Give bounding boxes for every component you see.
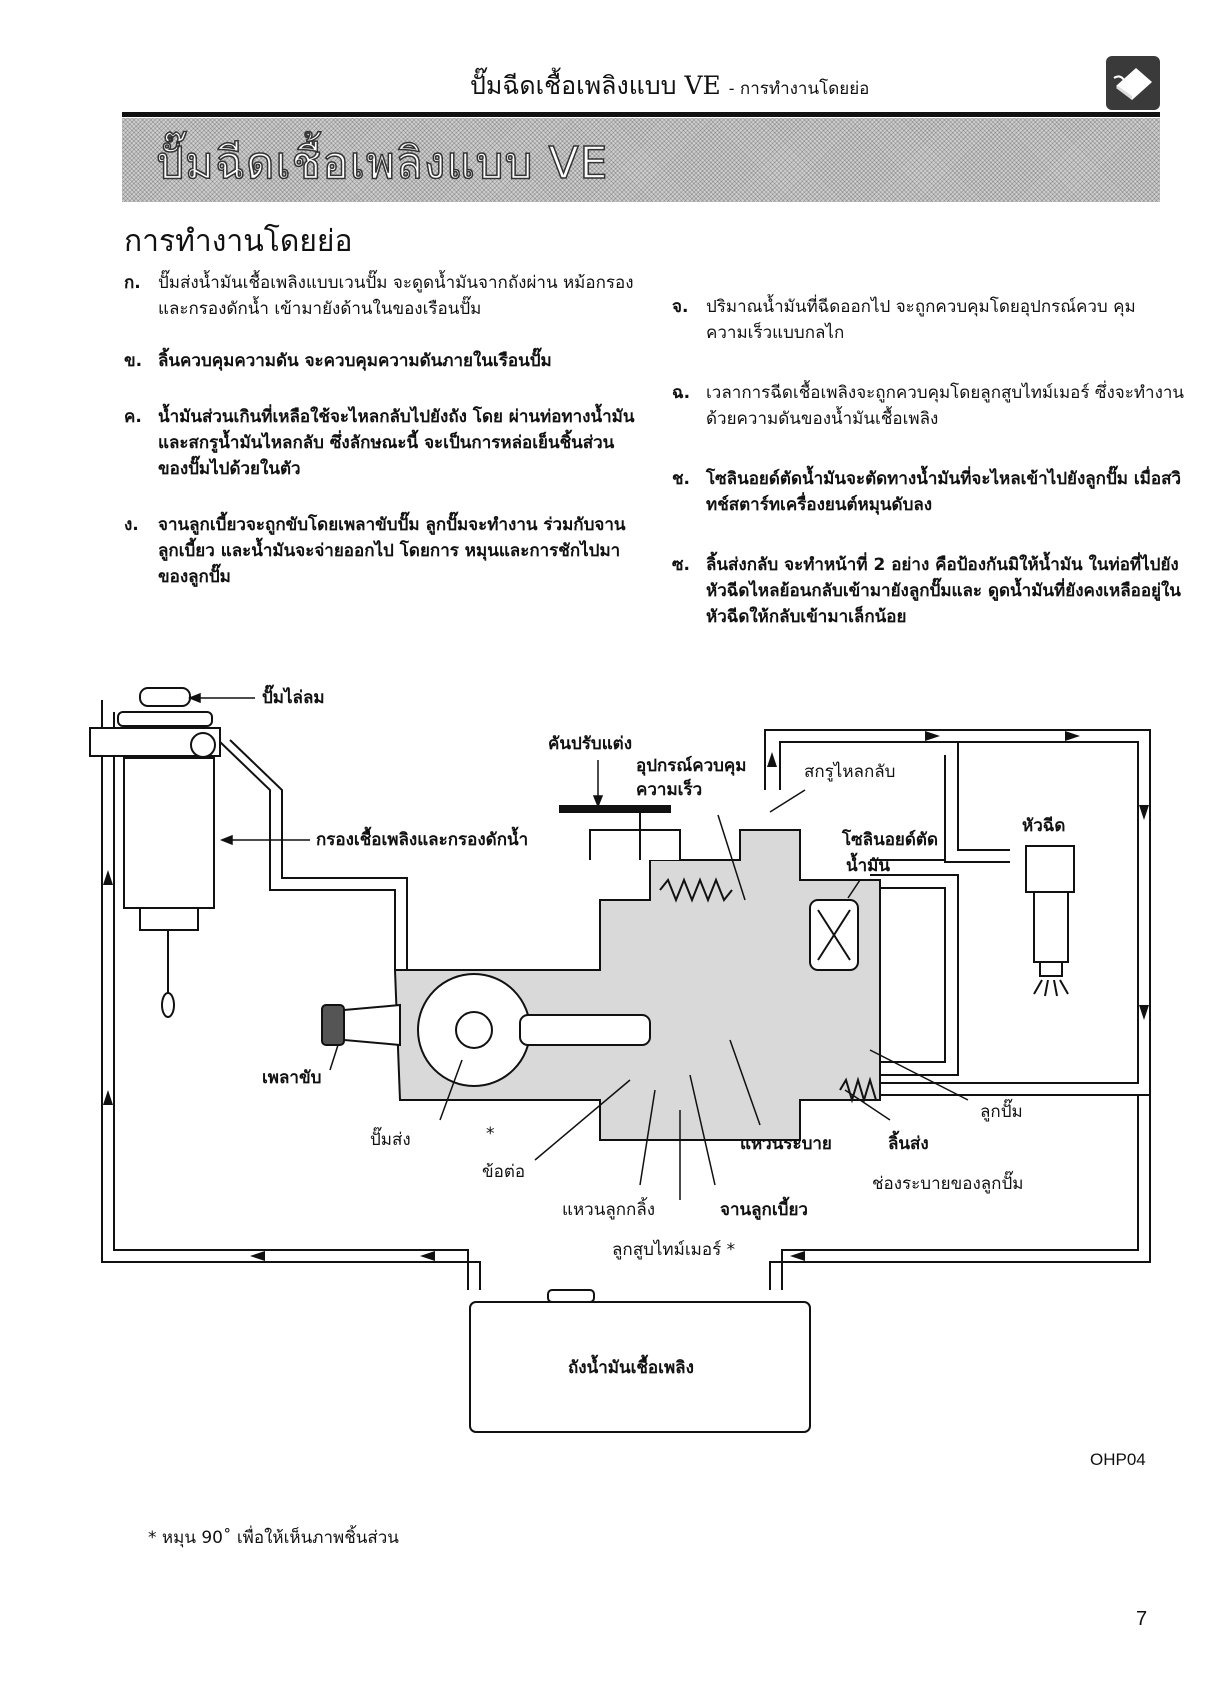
flow-arrow — [767, 752, 777, 767]
label-overflow-screw: สกรูไหลกลับ — [804, 762, 896, 782]
item-marker: ก. — [124, 273, 141, 293]
running-header: ปั๊มฉีดเชื้อเพลิงแบบ VE - การทำงานโดยย่อ — [470, 66, 869, 106]
feed-pump-rotor — [417, 973, 651, 1087]
flow-arrow — [103, 1090, 113, 1105]
label-fuel-cut-solenoid: โซลินอยด์ตัด — [842, 830, 938, 850]
label-plunger-spill-port: ช่องระบายของลูกปั๊ม — [872, 1174, 1024, 1194]
list-item: ค. น้ำมันส่วนเกินที่เหลือใช้จะไหลกลับไปย… — [124, 404, 644, 482]
item-marker: ฉ. — [672, 383, 691, 403]
item-marker: ช. — [672, 469, 690, 489]
header-rule — [122, 112, 1160, 117]
fuel-filter — [89, 687, 221, 1018]
figure-code: OHP04 — [1090, 1450, 1146, 1469]
label-adjusting-lever: คันปรับแต่ง — [548, 734, 633, 754]
fuel-tank — [469, 1289, 811, 1433]
flow-arrow — [1139, 1005, 1149, 1020]
item-text: โซลินอยด์ตัดน้ำมันจะตัดทางน้ำมันที่จะไหล… — [706, 469, 1182, 515]
flow-arrow — [250, 1251, 265, 1261]
title-band: ปั๊มฉีดเชื้อเพลิงแบบ VE — [122, 118, 1160, 202]
running-title: ปั๊มฉีดเชื้อเพลิงแบบ VE — [470, 71, 721, 100]
overflow-line — [764, 729, 1151, 1096]
item-text: จานลูกเบี้ยวจะถูกขับโดยเพลาขับปั๊ม ลูกปั… — [158, 515, 626, 587]
label-timer-piston: ลูกสูบไทม์เมอร์ * — [612, 1240, 736, 1260]
item-text: ปั๊มส่งน้ำมันเชื้อเพลิงแบบเวนปั๊ม จะดูดน… — [158, 273, 634, 319]
return-line — [101, 700, 481, 1290]
governor-spring — [659, 877, 733, 903]
label-governor-2: ความเร็ว — [636, 780, 703, 800]
running-subtitle: - การทำงานโดยย่อ — [728, 79, 870, 99]
label-nozzle: หัวฉีด — [1022, 816, 1066, 836]
label-spill-ring: แหวนระบาย — [740, 1134, 832, 1154]
list-item: ช. โซลินอยด์ตัดน้ำมันจะตัดทางน้ำมันที่จะ… — [672, 466, 1192, 518]
item-marker: ข. — [124, 351, 143, 371]
item-marker: ง. — [124, 515, 139, 535]
label-fuel-cut-solenoid-2: น้ำมัน — [846, 856, 890, 876]
item-marker: ค. — [124, 407, 142, 427]
list-item: จ. ปริมาณน้ำมันที่ฉีดออกไป จะถูกควบคุมโด… — [672, 294, 1192, 346]
label-drive-shaft: เพลาขับ — [262, 1068, 322, 1088]
star-mark: * — [486, 1124, 495, 1144]
fuel-cut-solenoid — [809, 899, 859, 971]
label-governor: อุปกรณ์ควบคุม — [636, 756, 747, 776]
injection-nozzle — [1025, 845, 1075, 997]
item-text: เวลาการฉีดเชื้อเพลิงจะถูกควบคุมโดยลูกสูบ… — [706, 383, 1185, 429]
list-item: ง. จานลูกเบี้ยวจะถูกขับโดยเพลาขับปั๊ม ลู… — [124, 512, 644, 590]
label-priming-pump: ปั๊มไล่ลม — [262, 688, 325, 708]
item-marker: ซ. — [672, 555, 690, 575]
flow-arrow — [103, 870, 113, 885]
flow-arrow — [1065, 731, 1080, 741]
item-text: ลิ้นส่งกลับ จะทำหน้าที่ 2 อย่าง คือป้องก… — [706, 555, 1181, 627]
label-cam-plate: จานลูกเบี้ยว — [720, 1200, 808, 1220]
label-feed-pump: ปั๊มส่ง — [370, 1130, 411, 1150]
label-plunger: ลูกปั๊ม — [980, 1102, 1023, 1122]
page-number: 7 — [1136, 1608, 1148, 1630]
injection-pump-body — [393, 805, 881, 1141]
list-item: ฉ. เวลาการฉีดเชื้อเพลิงจะถูกควบคุมโดยลูก… — [672, 380, 1192, 432]
page-title: ปั๊มฉีดเชื้อเพลิงแบบ VE — [155, 137, 609, 190]
list-item: ก. ปั๊มส่งน้ำมันเชื้อเพลิงแบบเวนปั๊ม จะด… — [124, 270, 644, 322]
item-text: ลิ้นควบคุมความดัน จะควบคุมความดันภายในเร… — [158, 351, 552, 371]
list-item: ซ. ลิ้นส่งกลับ จะทำหน้าที่ 2 อย่าง คือป้… — [672, 552, 1192, 630]
flow-arrow — [925, 731, 940, 741]
label-fuel-filter: กรองเชื้อเพลิงและกรองดักน้ำ — [316, 830, 529, 850]
footnote: * หมุน 90˚ เพื่อให้เห็นภาพชิ้นส่วน — [148, 1528, 399, 1548]
drive-shaft — [321, 1003, 401, 1047]
item-text: น้ำมันส่วนเกินที่เหลือใช้จะไหลกลับไปยังถ… — [158, 407, 635, 479]
label-roller-ring: แหวนลูกกลิ้ง — [562, 1200, 656, 1220]
delivery-valve-spring — [839, 1076, 877, 1104]
label-delivery-valve: ลิ้นส่ง — [888, 1134, 929, 1154]
item-marker: จ. — [672, 297, 689, 317]
section-title: การทำงานโดยย่อ — [124, 224, 353, 259]
book-icon — [1106, 56, 1160, 110]
flow-arrow — [420, 1251, 435, 1261]
flow-arrow — [1139, 805, 1149, 820]
label-coupling: ข้อต่อ — [482, 1162, 526, 1182]
flow-arrow — [790, 1251, 805, 1261]
label-fuel-tank: ถังน้ำมันเชื้อเพลิง — [568, 1358, 694, 1378]
item-text: ปริมาณน้ำมันที่ฉีดออกไป จะถูกควบคุมโดยอุ… — [706, 297, 1136, 343]
supply-line — [217, 739, 396, 970]
list-item: ข. ลิ้นควบคุมความดัน จะควบคุมความดันภายใ… — [124, 348, 644, 374]
